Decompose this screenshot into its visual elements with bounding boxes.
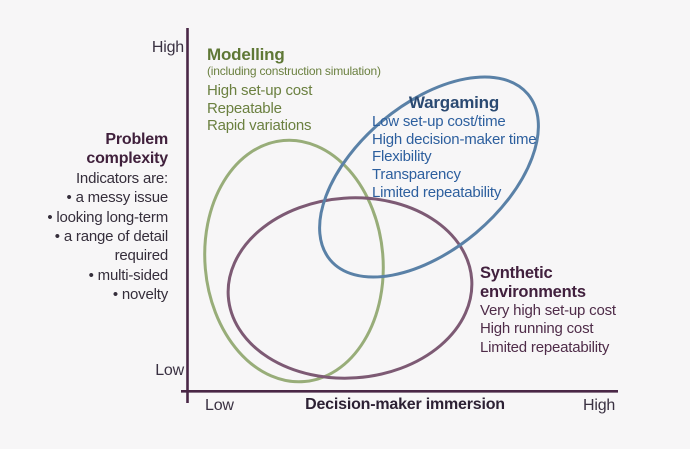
modelling-line: High set-up cost — [207, 82, 313, 99]
synthetic-line: High running cost — [480, 320, 594, 338]
synthetic-block: Synthetic environments Very high set-up … — [480, 264, 616, 357]
modelling-block: Modelling (including construction simula… — [207, 45, 381, 135]
problem-indicator: • multi-sided — [88, 266, 169, 284]
synthetic-line: Very high set-up cost — [480, 302, 616, 319]
y-axis-low-label: Low — [155, 362, 184, 379]
wargaming-line: Low set-up cost/time — [372, 113, 506, 130]
problem-indicator: • a messy issue — [66, 189, 169, 207]
modelling-line: Rapid variations — [207, 117, 312, 135]
problem-subtitle: Indicators are: — [75, 169, 168, 187]
modelling-line: Repeatable — [207, 99, 282, 117]
wargaming-line: Limited repeatability — [372, 183, 502, 201]
wargaming-ellipse — [318, 75, 540, 279]
problem-indicator: • novelty — [112, 286, 168, 304]
x-axis-title: Decision-maker immersion — [305, 396, 505, 413]
synthetic-ellipse — [226, 196, 474, 380]
wargaming-title: Wargaming — [408, 93, 500, 112]
y-axis-high-label: High — [151, 39, 184, 56]
wargaming-block: Wargaming Low set-up cost/time High deci… — [372, 92, 537, 202]
synthetic-title-line: environments — [480, 283, 586, 301]
wargaming-line: Flexibility — [372, 148, 432, 166]
x-axis-low-label: Low — [205, 397, 234, 414]
problem-title-line: complexity — [86, 150, 168, 168]
synthetic-line: Limited repeatability — [480, 338, 610, 356]
problem-complexity-block: Problem complexity Indicators are: • a m… — [0, 130, 168, 305]
x-axis-high-label: High — [583, 397, 616, 414]
problem-indicator: required — [114, 247, 169, 265]
problem-indicator: • a range of detail — [54, 228, 168, 246]
problem-title-line: Problem — [105, 131, 168, 148]
wargaming-line: Transparency — [372, 166, 461, 184]
modelling-ellipse — [203, 138, 385, 384]
wargaming-line: High decision-maker time — [372, 130, 537, 148]
modelling-title: Modelling — [207, 45, 285, 64]
synthetic-title-line: Synthetic — [480, 264, 553, 282]
modelling-subtitle: (including construction simulation) — [207, 64, 381, 78]
problem-indicator: • looking long-term — [47, 208, 168, 226]
